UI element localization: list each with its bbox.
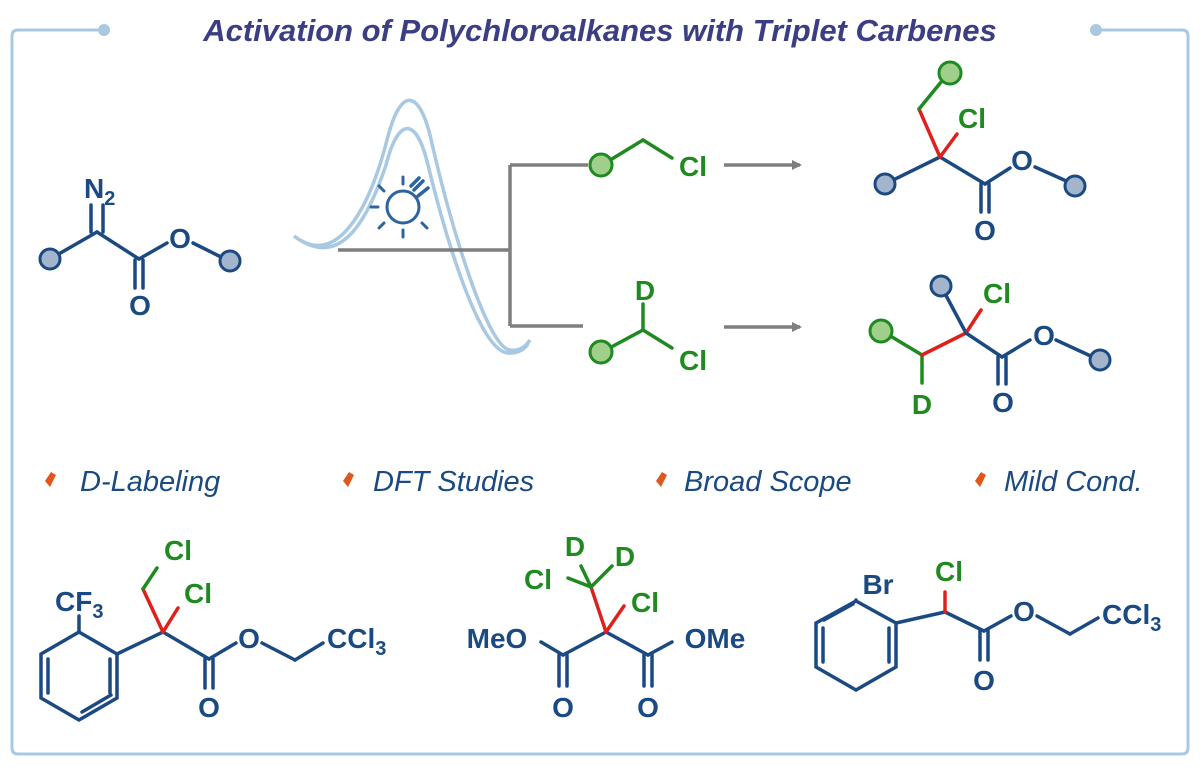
example-two-carbonyl-oxygen-right: O [637,692,659,723]
example-one-ester-oxygen: O [238,623,260,654]
substituent-blue [873,172,897,196]
carbonyl-oxygen: O [129,290,151,321]
bullet-diamond-icon [975,472,986,487]
example-one-chloromethyl: Cl [164,535,192,566]
reagent-top-chlorine: Cl [679,151,707,182]
frame-dot-right [1090,24,1102,36]
bullet-diamond-icon [656,472,667,487]
reagent-bottom [600,302,674,354]
substituent-blue [218,249,242,273]
example-two-chlorine: Cl [631,587,659,618]
example-two-methoxy-left: MeO [467,623,528,654]
feature-d-labeling: D-Labeling [80,466,220,498]
substituent-blue [1088,348,1112,372]
product-bottom-ester-oxygen: O [1033,320,1055,351]
example-one-ccl3: CCl3 [327,623,386,660]
substituent-green [937,60,963,86]
example-two [539,564,674,688]
title: Activation of Polychloroalkanes with Tri… [202,13,997,48]
feature-broad-scope: Broad Scope [684,466,852,498]
example-one-cf3: CF3 [55,586,103,623]
frame [10,24,1190,756]
energy-curve [292,98,532,355]
bullet-diamond-icon [45,472,56,487]
ester-oxygen: O [169,223,191,254]
reagent-bottom-chlorine: Cl [679,345,707,376]
substituent-green [588,152,614,178]
product-top-chlorine: Cl [958,103,986,134]
substituent-blue [1063,174,1087,198]
example-two-methyl-chlorine: Cl [524,564,552,595]
example-two-methoxy-right: OMe [685,623,746,654]
reagent-bottom-deuterium: D [635,275,655,306]
example-three-chlorine: Cl [935,556,963,587]
example-two-deuterium: D [565,531,585,562]
substituent-green [868,318,894,344]
product-bottom-chlorine: Cl [983,278,1011,309]
diazo-label: N2 [84,173,115,210]
example-three-ccl3: CCl3 [1102,599,1161,636]
example-three-carbonyl-oxygen: O [973,665,995,696]
branch-lines [338,163,588,328]
example-one-carbonyl-oxygen: O [198,692,220,723]
example-three-ester-oxygen: O [1013,596,1035,627]
feature-dft-studies: DFT Studies [373,466,534,498]
substituent-green [588,339,614,365]
example-two-carbonyl-oxygen-left: O [552,692,574,723]
features-row: D-Labeling DFT Studies Broad Scope Mild … [45,466,1143,498]
product-bottom-deuterium: D [912,389,932,420]
bullet-diamond-icon [343,472,354,487]
example-three-bromine: Br [862,569,893,600]
substituent-blue [929,274,953,298]
product-top-ester-oxygen: O [1011,145,1033,176]
product-bottom-carbonyl-oxygen: O [992,387,1014,418]
example-two-deuterium: D [615,541,635,572]
frame-dot-left [98,24,110,36]
substituent-blue [38,247,62,271]
light-bulb-icon [369,175,430,239]
example-three [814,590,1100,693]
example-one-chlorine: Cl [184,578,212,609]
feature-mild-conditions: Mild Cond. [1004,466,1143,498]
example-one [39,566,325,723]
product-top-carbonyl-oxygen: O [974,215,996,246]
product-top [885,74,1075,214]
diazo-ester [48,203,231,290]
